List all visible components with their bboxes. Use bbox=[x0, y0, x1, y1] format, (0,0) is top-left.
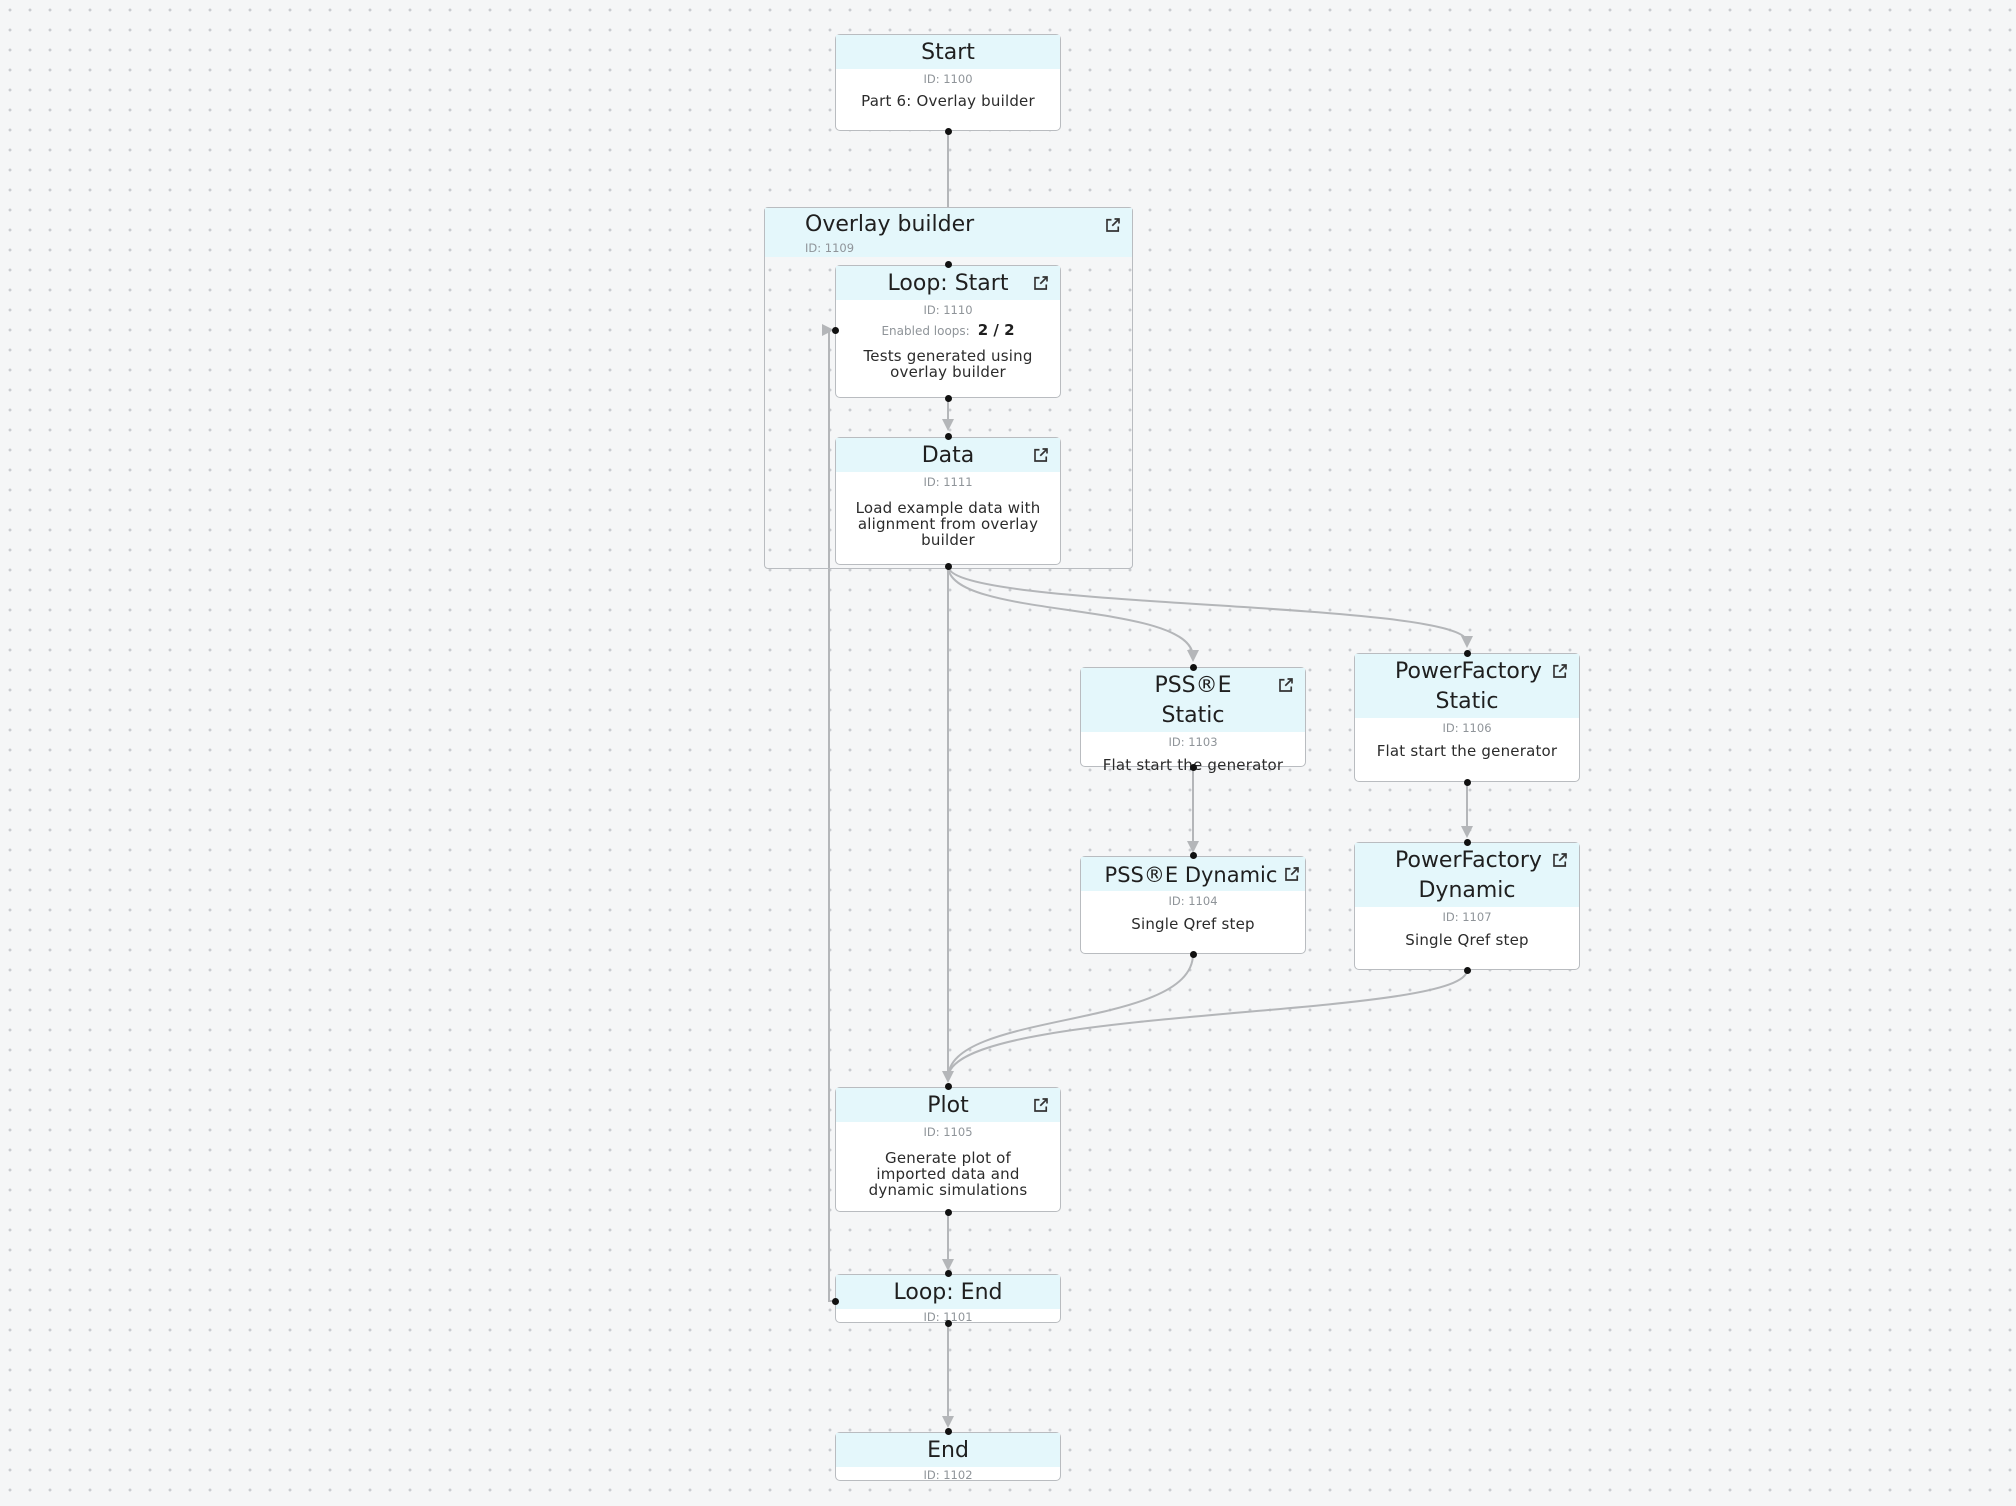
node-powerfactory-dynamic[interactable]: PowerFactory Dynamic ID: 1107 Single Qre… bbox=[1354, 842, 1580, 970]
node-id: ID: 1101 bbox=[923, 1310, 973, 1324]
node-psse-static[interactable]: PSS®E Static ID: 1103 Flat start the gen… bbox=[1080, 667, 1306, 773]
port-pf-static-out[interactable] bbox=[1463, 778, 1471, 786]
arrow-head bbox=[1187, 650, 1199, 662]
node-powerfactory-static[interactable]: PowerFactory Static ID: 1106 Flat start … bbox=[1354, 653, 1580, 782]
node-title: Plot bbox=[927, 1093, 969, 1118]
node-id: ID: 1111 bbox=[923, 475, 973, 489]
port-end-in[interactable] bbox=[944, 1427, 952, 1435]
enabled-loops: Enabled loops: 2 / 2 bbox=[836, 321, 1060, 340]
node-loop-start[interactable]: Loop: Start ID: 1110 Enabled loops: 2 / 2… bbox=[835, 265, 1061, 398]
port-plot-out[interactable] bbox=[944, 1208, 952, 1216]
port-data-out[interactable] bbox=[944, 562, 952, 570]
node-title: PowerFactory Static bbox=[1395, 659, 1542, 714]
port-loopstart-out[interactable] bbox=[944, 394, 952, 402]
node-title: PSS®E Static bbox=[1154, 673, 1232, 728]
node-data[interactable]: Data ID: 1111 Load example data with ali… bbox=[835, 437, 1061, 565]
node-id: ID: 1107 bbox=[1442, 910, 1492, 924]
port-psse-dynamic-out[interactable] bbox=[1189, 950, 1197, 958]
port-psse-static-out[interactable] bbox=[1189, 763, 1197, 771]
port-psse-static-in[interactable] bbox=[1189, 663, 1197, 671]
open-in-new-icon[interactable] bbox=[1104, 216, 1122, 234]
node-end[interactable]: End ID: 1102 bbox=[835, 1432, 1061, 1482]
node-description: Generate plot of imported data and dynam… bbox=[868, 1149, 1028, 1199]
port-loopstart-loop-in[interactable] bbox=[831, 326, 839, 334]
port-loopend-loop-out[interactable] bbox=[831, 1297, 839, 1305]
node-id: ID: 1104 bbox=[1168, 894, 1218, 908]
enabled-loops-value: 2 / 2 bbox=[977, 321, 1015, 339]
node-id: ID: 1103 bbox=[1168, 735, 1218, 749]
node-title: End bbox=[927, 1438, 969, 1463]
node-plot[interactable]: Plot ID: 1105 Generate plot of imported … bbox=[835, 1087, 1061, 1212]
open-in-new-icon[interactable] bbox=[1032, 1096, 1050, 1114]
edge-pf-dynamic-plot bbox=[947, 969, 1468, 1079]
arrow-head bbox=[942, 1416, 954, 1428]
port-start-out[interactable] bbox=[944, 127, 952, 135]
node-title: Loop: Start bbox=[887, 271, 1009, 296]
open-in-new-icon[interactable] bbox=[1277, 676, 1295, 694]
edge-data-pf-static bbox=[947, 565, 1468, 643]
open-in-new-icon[interactable] bbox=[1032, 446, 1050, 464]
edge-psse-dynamic-plot bbox=[947, 953, 1194, 1079]
node-title: PSS®E Dynamic bbox=[1104, 863, 1278, 887]
node-description: Flat start the generator bbox=[1376, 742, 1558, 760]
arrow-head bbox=[942, 1071, 954, 1083]
node-description: Single Qref step bbox=[1131, 915, 1255, 933]
node-title: PowerFactory Dynamic bbox=[1395, 848, 1542, 903]
node-description: Load example data with alignment from ov… bbox=[855, 499, 1041, 549]
node-title: Loop: End bbox=[893, 1280, 1003, 1305]
open-in-new-icon[interactable] bbox=[1551, 662, 1569, 680]
arrow-head bbox=[1461, 826, 1473, 838]
node-id: ID: 1109 bbox=[805, 241, 855, 255]
enabled-loops-label: Enabled loops: bbox=[881, 324, 970, 338]
port-overlay-in[interactable] bbox=[944, 260, 952, 268]
port-loopend-in[interactable] bbox=[944, 1269, 952, 1277]
open-in-new-icon[interactable] bbox=[1283, 865, 1301, 883]
port-pf-dynamic-out[interactable] bbox=[1463, 966, 1471, 974]
node-id: ID: 1106 bbox=[1442, 721, 1492, 735]
node-loop-end[interactable]: Loop: End ID: 1101 bbox=[835, 1274, 1061, 1324]
node-id: ID: 1110 bbox=[923, 303, 973, 317]
node-title: Data bbox=[921, 443, 975, 468]
port-loopend-out[interactable] bbox=[944, 1319, 952, 1327]
port-pf-static-in[interactable] bbox=[1463, 649, 1471, 657]
node-description: Part 6: Overlay builder bbox=[861, 92, 1035, 110]
port-psse-dynamic-in[interactable] bbox=[1189, 851, 1197, 859]
edge-data-psse-static bbox=[947, 565, 1194, 658]
node-id: ID: 1105 bbox=[923, 1125, 973, 1139]
node-psse-dynamic[interactable]: PSS®E Dynamic ID: 1104 Single Qref step bbox=[1080, 856, 1306, 954]
open-in-new-icon[interactable] bbox=[1551, 851, 1569, 869]
node-start[interactable]: Start ID: 1100 Part 6: Overlay builder bbox=[835, 34, 1061, 131]
node-title: Overlay builder bbox=[805, 212, 975, 237]
node-title: Start bbox=[921, 40, 975, 65]
open-in-new-icon[interactable] bbox=[1032, 274, 1050, 292]
port-plot-in[interactable] bbox=[944, 1082, 952, 1090]
node-description: Tests generated using overlay builder bbox=[863, 347, 1033, 381]
port-pf-dynamic-in[interactable] bbox=[1463, 838, 1471, 846]
port-data-in[interactable] bbox=[944, 432, 952, 440]
node-description: Single Qref step bbox=[1405, 931, 1529, 949]
arrow-head bbox=[1461, 636, 1473, 648]
node-id: ID: 1100 bbox=[923, 72, 973, 86]
node-id: ID: 1102 bbox=[923, 1468, 973, 1482]
